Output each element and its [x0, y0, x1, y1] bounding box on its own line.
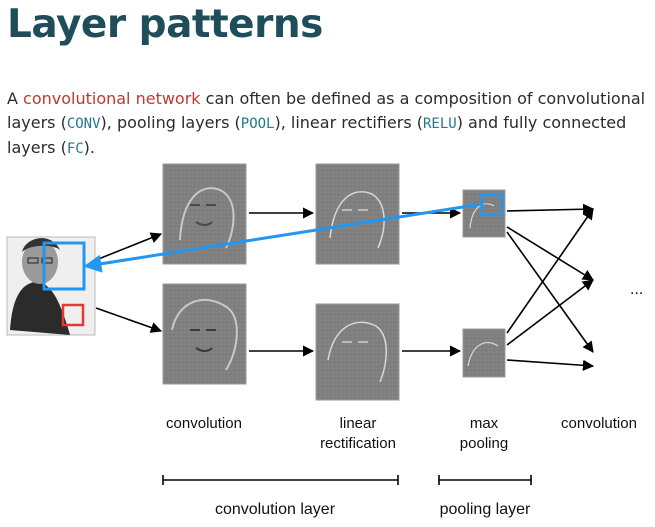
code-relu: RELU [423, 116, 457, 132]
arrow-input-to-conv-bottom [95, 307, 163, 333]
feature-map-pool-bottom [462, 328, 506, 378]
page-title: Layer patterns [7, 2, 323, 47]
code-pool: POOL [240, 116, 275, 132]
arrow-pool-bottom-to-out-1 [506, 208, 594, 334]
arrow-pool-top-to-out-3 [506, 231, 594, 353]
label-convolution: convolution [166, 415, 242, 432]
label-convolution-out: convolution [561, 415, 637, 432]
ellipsis: ... [630, 281, 643, 298]
intro-text: ), linear rectifiers ( [274, 113, 423, 132]
feature-map-pool-top [462, 189, 506, 238]
feature-map-relu-bottom [315, 303, 400, 401]
arrow-pool-top-to-out-2 [506, 226, 594, 281]
code-fc: FC [66, 141, 84, 157]
label-convolution-layer: convolution layer [215, 501, 336, 518]
label-pooling-layer: pooling layer [440, 501, 531, 518]
arrow-pool-bottom-to-out-3 [506, 359, 595, 371]
arrow-pool-top-to-out-1 [506, 203, 595, 215]
input-photo [6, 236, 96, 336]
label-rectification: rectification [320, 435, 396, 452]
intro-text: ) and fully connected layers ( [7, 113, 627, 157]
feature-map-conv-bottom [162, 283, 247, 385]
label-max: max [470, 415, 499, 432]
intro-paragraph: A convolutional network can often be def… [7, 87, 647, 161]
intro-text: A [7, 89, 24, 108]
bracket-convolution-layer [162, 475, 399, 485]
feature-map-relu-top [315, 163, 400, 265]
intro-text: can often be defined as a composition of… [7, 89, 646, 132]
label-pooling: pooling [460, 435, 508, 452]
code-conv: CONV [66, 116, 101, 132]
intro-text: ). [83, 138, 95, 157]
convolutional-network-link[interactable]: convolutional network [23, 89, 201, 108]
receptive-field-arrow [83, 202, 483, 273]
receptive-field-red [61, 303, 85, 327]
intro-text: ), pooling layers ( [100, 113, 241, 132]
arrow-pool-bottom-to-out-2 [506, 279, 594, 346]
arrow-input-to-conv-top [95, 232, 163, 261]
bracket-pooling-layer [438, 475, 532, 485]
feature-map-conv-top [162, 163, 247, 265]
label-linear: linear [340, 415, 377, 432]
